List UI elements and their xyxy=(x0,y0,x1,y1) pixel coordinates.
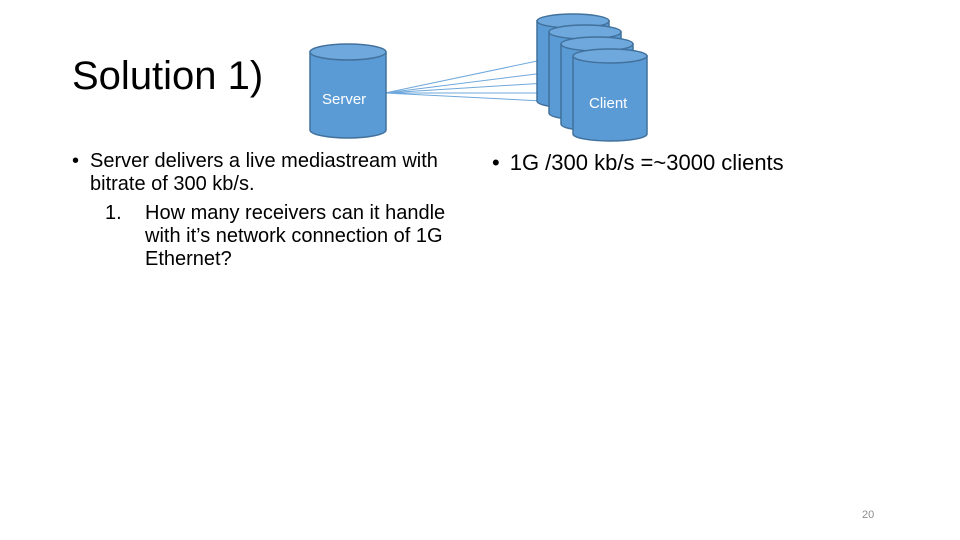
bullet-dot-icon: • xyxy=(72,150,80,172)
sub-item-number: 1. xyxy=(105,202,122,224)
left-sub-item: 1. How many receivers can it handle with… xyxy=(72,202,452,271)
left-bullet-text: Server delivers a live mediastream with … xyxy=(90,150,438,195)
client-cylinder-4: Client xyxy=(572,48,648,142)
left-bullet-main: • Server delivers a live mediastream wit… xyxy=(72,150,452,196)
connection-line xyxy=(384,71,553,94)
bullet-dot-icon: • xyxy=(492,150,500,175)
left-bullet-list: • Server delivers a live mediastream wit… xyxy=(72,150,452,271)
server-cylinder: Server xyxy=(309,43,387,139)
page-number: 20 xyxy=(862,509,875,521)
server-label: Server xyxy=(322,91,366,108)
client-label: Client xyxy=(589,95,628,112)
right-bullet-list: • 1G /300 kb/s =~3000 clients xyxy=(492,150,892,176)
connection-line xyxy=(384,59,543,94)
sub-item-text: How many receivers can it handle with it… xyxy=(145,202,446,270)
connection-line xyxy=(384,81,563,94)
slide-title: Solution 1) xyxy=(72,54,264,98)
right-bullet-text: 1G /300 kb/s =~3000 clients xyxy=(509,150,784,175)
